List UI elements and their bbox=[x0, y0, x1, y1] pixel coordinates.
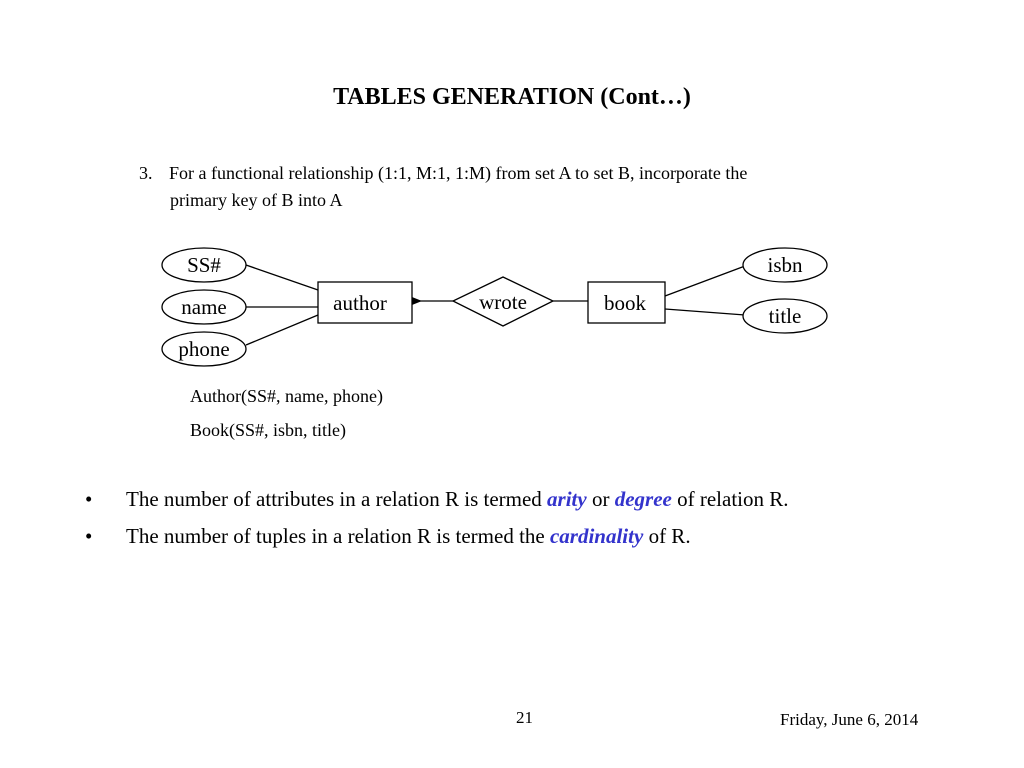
attribute-phone: phone bbox=[161, 331, 247, 367]
connector-title bbox=[664, 308, 746, 316]
relationship-wrote: wrote bbox=[451, 276, 555, 327]
svg-text:wrote: wrote bbox=[479, 290, 527, 314]
footer-date: Friday, June 6, 2014 bbox=[780, 710, 919, 729]
connector-phone bbox=[245, 314, 319, 346]
slide-title: TABLES GENERATION (Cont…) bbox=[333, 84, 691, 110]
svg-text:title: title bbox=[769, 304, 802, 328]
schema-author: Author(SS#, name, phone) bbox=[190, 386, 383, 406]
schema-book: Book(SS#, isbn, title) bbox=[190, 420, 347, 440]
er-diagram: SS# name phone author wrote book isbn ti… bbox=[161, 247, 828, 367]
bullet-marker: • bbox=[85, 524, 93, 548]
connector-isbn bbox=[664, 265, 746, 297]
svg-text:book: book bbox=[604, 291, 647, 315]
attribute-ssn: SS# bbox=[161, 247, 247, 283]
svg-text:name: name bbox=[181, 295, 226, 319]
keyword-cardinality: cardinality bbox=[549, 524, 644, 548]
keyword-degree: degree bbox=[614, 487, 672, 511]
bullet-cardinality: • The number of tuples in a relation R i… bbox=[85, 521, 985, 558]
step-description: 3. For a functional relationship (1:1, M:… bbox=[139, 160, 919, 214]
attribute-title: title bbox=[742, 298, 828, 334]
entity-author: author bbox=[317, 281, 413, 324]
bullet-marker: • bbox=[85, 487, 93, 511]
entity-book: book bbox=[587, 281, 666, 324]
step-line-2: primary key of B into A bbox=[170, 190, 343, 210]
svg-text:author: author bbox=[333, 291, 387, 315]
attribute-name: name bbox=[161, 289, 247, 325]
svg-text:SS#: SS# bbox=[187, 253, 221, 277]
attribute-isbn: isbn bbox=[742, 247, 828, 283]
svg-text:isbn: isbn bbox=[767, 253, 803, 277]
connector-ssn bbox=[245, 264, 319, 291]
step-line-1: For a functional relationship (1:1, M:1,… bbox=[169, 163, 748, 183]
bullet-list: • The number of attributes in a relation… bbox=[85, 484, 985, 558]
keyword-arity: arity bbox=[547, 487, 587, 511]
bullet-arity: • The number of attributes in a relation… bbox=[85, 484, 985, 521]
step-number: 3. bbox=[139, 163, 153, 183]
page-number: 21 bbox=[516, 708, 533, 727]
svg-text:phone: phone bbox=[178, 337, 229, 361]
